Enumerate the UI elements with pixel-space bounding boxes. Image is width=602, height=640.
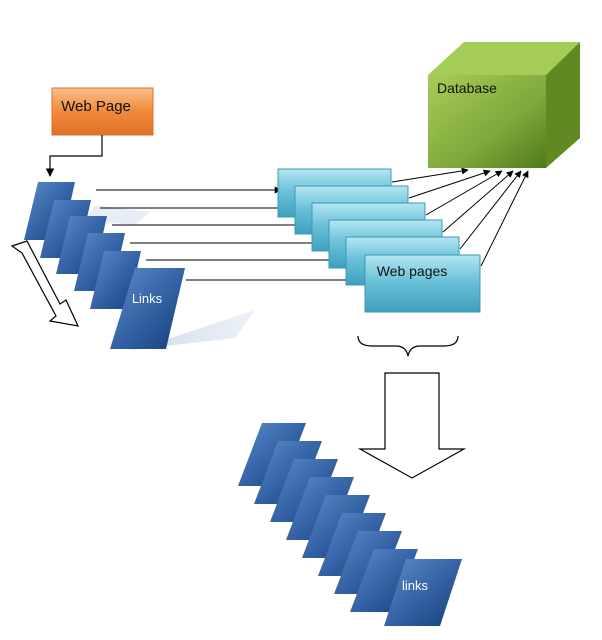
database-node: Database: [428, 42, 580, 168]
links-label: Links: [132, 291, 163, 306]
output-link-card: [270, 459, 338, 522]
output-link-card: [302, 495, 370, 558]
output-link-card: [350, 549, 418, 612]
database-label: Database: [437, 80, 497, 96]
page-to-database-arrows: [391, 167, 529, 267]
output-link-card: [238, 423, 306, 486]
grouping-brace: [357, 335, 459, 357]
link-card: [110, 268, 185, 349]
output-link-card: [334, 531, 402, 594]
link-card-stack: Links: [24, 182, 185, 349]
output-links-stack: links: [238, 423, 462, 626]
output-link-card: [286, 477, 354, 540]
output-link-card: [318, 513, 386, 576]
link-to-page-arrows: [96, 186, 365, 284]
web-pages-label: Web pages: [377, 263, 448, 279]
web-pages-stack: Web pages: [277, 168, 481, 313]
hollow-down-arrow: [357, 372, 467, 479]
hollow-diagonal-arrow: [10, 240, 80, 327]
link-stack-shadow: [130, 310, 255, 350]
output-links-label: links: [402, 578, 429, 593]
database-top: [428, 42, 580, 75]
output-link-card: [384, 559, 462, 626]
web-page-card: [364, 254, 481, 313]
database-side: [546, 42, 580, 168]
database-front: [428, 75, 546, 168]
web-page-node: Web Page: [51, 87, 154, 136]
web-page-connector: [45, 135, 103, 177]
web-page-label: Web Page: [61, 98, 131, 115]
output-link-card: [254, 441, 322, 504]
